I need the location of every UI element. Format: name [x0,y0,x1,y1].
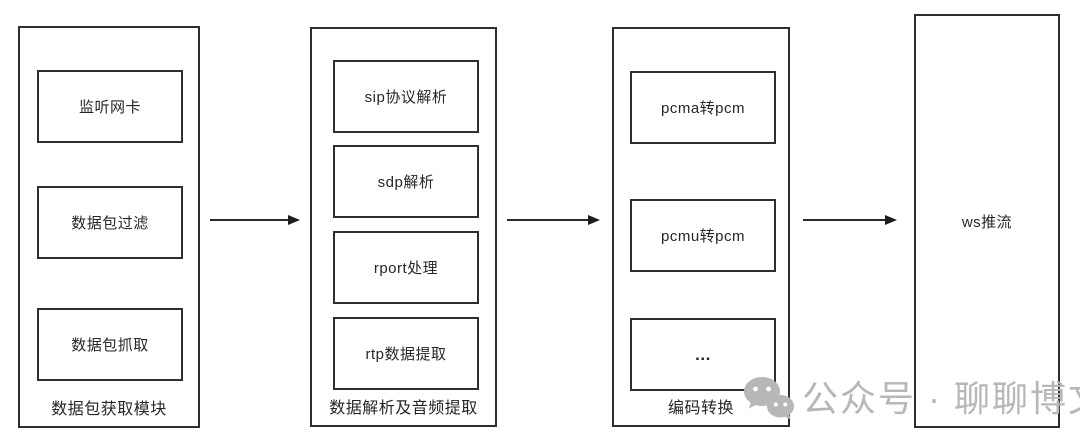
arrow-head-icon [588,215,600,225]
step-packet-filter: 数据包过滤 [37,186,183,259]
step-pcmu-to-pcm: pcmu转pcm [630,199,776,272]
step-rport-handle: rport处理 [333,231,479,304]
flow-arrow-3 [803,214,897,226]
module-box-ws-push: ws推流 [914,14,1060,428]
step-rtp-extract-label: rtp数据提取 [365,346,447,363]
arrow-line [210,219,288,221]
step-pcma-to-pcm: pcma转pcm [630,71,776,144]
arrow-head-icon [885,215,897,225]
step-more-label: ... [695,344,711,364]
watermark: 公众号 · 聊聊博文 [742,375,1080,423]
arrow-line [507,219,588,221]
step-sip-parse-label: sip协议解析 [364,89,448,106]
module-box-packet-capture: 监听网卡 数据包过滤 数据包抓取 数据包获取模块 [18,26,200,428]
step-more: ... [630,318,776,391]
module-label-parse-extract: 数据解析及音频提取 [329,400,478,417]
flow-arrow-2 [507,214,600,226]
step-sip-parse: sip协议解析 [333,60,479,133]
step-rtp-extract: rtp数据提取 [333,317,479,390]
wechat-icon [742,375,794,423]
module-label-packet-capture: 数据包获取模块 [51,401,167,418]
step-packet-grab: 数据包抓取 [37,308,183,381]
module-box-codec-convert: pcma转pcm pcmu转pcm ... 编码转换 [612,27,790,427]
step-sdp-parse: sdp解析 [333,145,479,218]
module-box-parse-extract: sip协议解析 sdp解析 rport处理 rtp数据提取 数据解析及音频提取 [310,27,497,427]
step-listen-nic: 监听网卡 [37,70,183,143]
step-listen-nic-label: 监听网卡 [78,99,141,116]
arrow-head-icon [288,215,300,225]
arrow-line [803,219,885,221]
step-rport-handle-label: rport处理 [373,260,439,277]
step-sdp-parse-label: sdp解析 [377,174,435,191]
step-packet-filter-label: 数据包过滤 [71,215,149,232]
step-pcmu-to-pcm-label: pcmu转pcm [660,228,746,245]
step-packet-grab-label: 数据包抓取 [71,337,149,354]
watermark-text: 公众号 · 聊聊博文 [802,378,1080,419]
step-pcma-to-pcm-label: pcma转pcm [660,100,746,117]
flow-arrow-1 [210,214,300,226]
module-label-codec-convert: 编码转换 [667,400,734,417]
ws-push-label: ws推流 [961,213,1013,231]
